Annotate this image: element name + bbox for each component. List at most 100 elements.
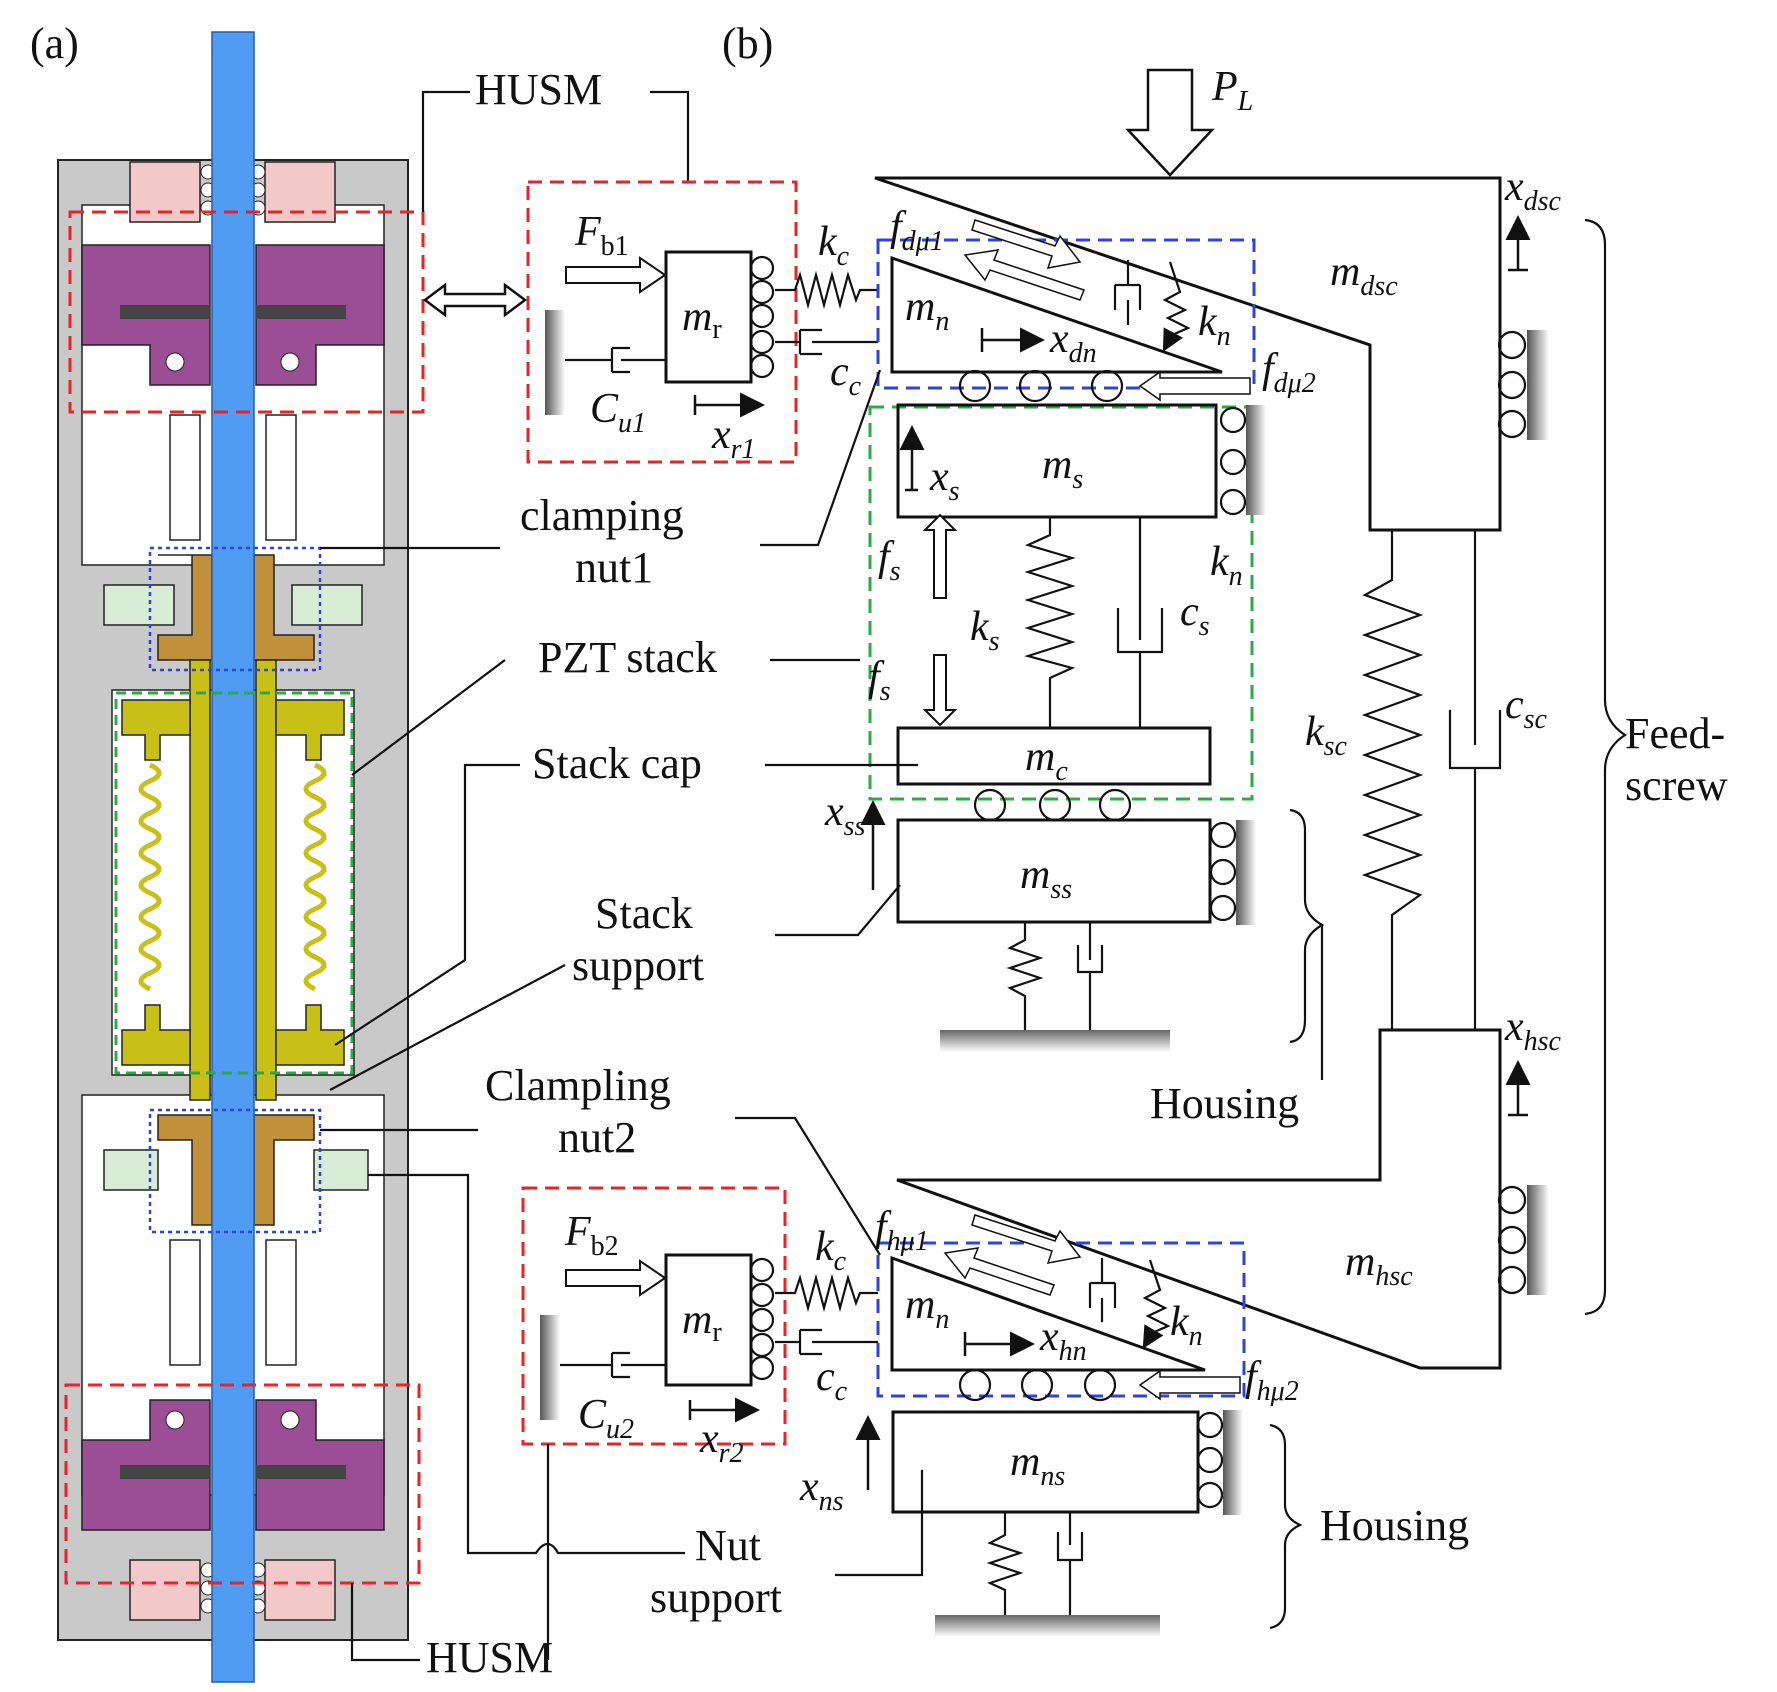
- top-ultrasonic-motor: [81, 244, 385, 386]
- xhn-symbol: xhn: [1039, 1314, 1087, 1367]
- stack-support-label-1: Stack: [595, 889, 693, 938]
- ms-wall: [1246, 405, 1266, 515]
- Cu1-symbol: Cu1: [590, 386, 646, 439]
- fhmu2-symbol: fhμ2: [1245, 1354, 1299, 1407]
- pzt-stack-label: PZT stack: [538, 633, 717, 682]
- stack-cap-leader: [334, 763, 918, 1046]
- panel-b-model: (b) HUSM HUSM Fb1 mr Cu1 xr1 kc cc mdsc …: [320, 19, 1728, 1682]
- mc-cap[interactable]: [896, 726, 1212, 786]
- clampling-nut2-leader: [320, 1116, 881, 1256]
- csc-damper: [1448, 530, 1502, 1030]
- fdmu1-arrow-a: [971, 219, 1082, 269]
- housing-mid-label: Housing: [1150, 1079, 1299, 1128]
- mc-symbol: mc: [1025, 734, 1068, 787]
- mn-top-symbol: mn: [905, 284, 949, 337]
- fs-top-symbol: fs: [878, 534, 901, 587]
- mhsc-symbol: mhsc: [1345, 1239, 1413, 1292]
- cc-top-damper: [775, 328, 878, 356]
- xhn-arrow: [963, 1332, 1030, 1356]
- panel-a-cross-section: (a): [30, 19, 425, 1683]
- nut-support-label-1: Nut: [695, 1521, 761, 1570]
- xr1-arrow: [693, 395, 760, 415]
- cc-top-symbol: cc: [830, 349, 862, 402]
- link-double-arrow: [422, 282, 528, 318]
- csc-symbol: csc: [1505, 682, 1548, 735]
- feed-screw-label-2: screw: [1625, 761, 1728, 810]
- mn-top-wedge[interactable]: [890, 255, 1223, 374]
- panel-a-label: (a): [30, 19, 79, 68]
- fhmu1-arrow-a: [971, 1214, 1082, 1264]
- kc-top-symbol: kc: [818, 219, 850, 272]
- nut-top-box: [876, 238, 1256, 390]
- mns-wall: [1223, 1410, 1243, 1515]
- ks-symbol: ks: [970, 604, 1000, 657]
- wall-bottom: [540, 1315, 560, 1420]
- husm-bottom-label: HUSM: [426, 1633, 553, 1682]
- xdn-arrow: [980, 328, 1040, 352]
- kn-bottom-symbol: kn: [1170, 1299, 1203, 1352]
- nut1-box: [148, 546, 322, 672]
- husm-bottom-model-box: [521, 1186, 787, 1446]
- xs-symbol: xs: [929, 454, 960, 507]
- Fb2-symbol: Fb2: [564, 1209, 619, 1262]
- cs-damper: [1116, 517, 1164, 728]
- mdsc-body[interactable]: [874, 176, 1502, 532]
- fhmu2-arrow: [1138, 1369, 1241, 1401]
- kn-mid-symbol: kn: [1210, 539, 1243, 592]
- kc-top-spring: [775, 270, 878, 310]
- xs-arrow: [905, 430, 918, 492]
- mss-mass[interactable]: [896, 818, 1212, 924]
- ks-spring: [1024, 517, 1076, 728]
- fhmu1-symbol: fhμ1: [875, 1204, 929, 1257]
- PL-arrow: [1125, 68, 1215, 177]
- xdsc-arrow: [1508, 220, 1528, 272]
- Fb1-symbol: Fb1: [574, 209, 629, 262]
- feed-screw-label-1: Feed-: [1625, 709, 1725, 758]
- kn-top-spring: [1165, 261, 1191, 348]
- clamping-nut1-leader: [320, 369, 882, 550]
- mss-wall: [1236, 820, 1256, 925]
- xns-symbol: xns: [799, 1464, 844, 1517]
- mdsc-symbol: mdsc: [1330, 249, 1398, 302]
- mns-symbol: mns: [1010, 1439, 1065, 1492]
- mss-ground: [940, 1030, 1170, 1052]
- fs-top-arrow: [922, 513, 958, 599]
- housing-bottom-brace: [1269, 1423, 1303, 1630]
- mn-bottom-symbol: mn: [905, 1282, 949, 1335]
- mn-bottom-wedge[interactable]: [890, 1255, 1206, 1372]
- xss-symbol: xss: [824, 789, 866, 842]
- cc-bottom-damper: [775, 1328, 878, 1356]
- pzt-stack-body: [121, 659, 345, 1101]
- ksc-symbol: ksc: [1305, 709, 1348, 762]
- stack-model-box: [868, 405, 1254, 801]
- xhsc-arrow: [1508, 1065, 1528, 1117]
- bottom-ultrasonic-motor: [81, 1399, 385, 1531]
- mhsc-wall: [1527, 1185, 1549, 1295]
- ms-mass[interactable]: [896, 403, 1218, 519]
- nut-support-label-2: support: [650, 1573, 782, 1622]
- cc-bottom-symbol: cc: [816, 1354, 848, 1407]
- mns-ground: [935, 1615, 1160, 1637]
- nut-support-leader: [368, 1173, 924, 1577]
- mss-damper: [1076, 922, 1104, 1030]
- husm-top-model-box: [526, 180, 798, 464]
- kc-bottom-symbol: kc: [815, 1224, 847, 1277]
- husm-bottom-leader: [350, 1583, 420, 1662]
- fdmu1-symbol: fdμ1: [890, 204, 944, 257]
- bottom-spring-stack: [169, 1239, 297, 1366]
- mhsc-body[interactable]: [896, 1028, 1502, 1370]
- stack-cap-label: Stack cap: [532, 739, 702, 788]
- mss-symbol: mss: [1020, 852, 1072, 905]
- Fb1-arrow: [565, 256, 667, 294]
- fs-bottom-symbol: fs: [868, 654, 891, 707]
- PL-symbol: PL: [1211, 64, 1253, 117]
- clampling-nut2-label-2: nut2: [558, 1113, 636, 1162]
- Fb2-arrow: [565, 1259, 667, 1297]
- Cu1-damper: [565, 346, 666, 374]
- nut2-box: [148, 1108, 322, 1234]
- top-nut-support-left: [103, 584, 175, 626]
- xdsc-symbol: xdsc: [1504, 164, 1562, 217]
- xhsc-symbol: xhsc: [1504, 1004, 1562, 1057]
- cs-symbol: cs: [1180, 589, 1210, 642]
